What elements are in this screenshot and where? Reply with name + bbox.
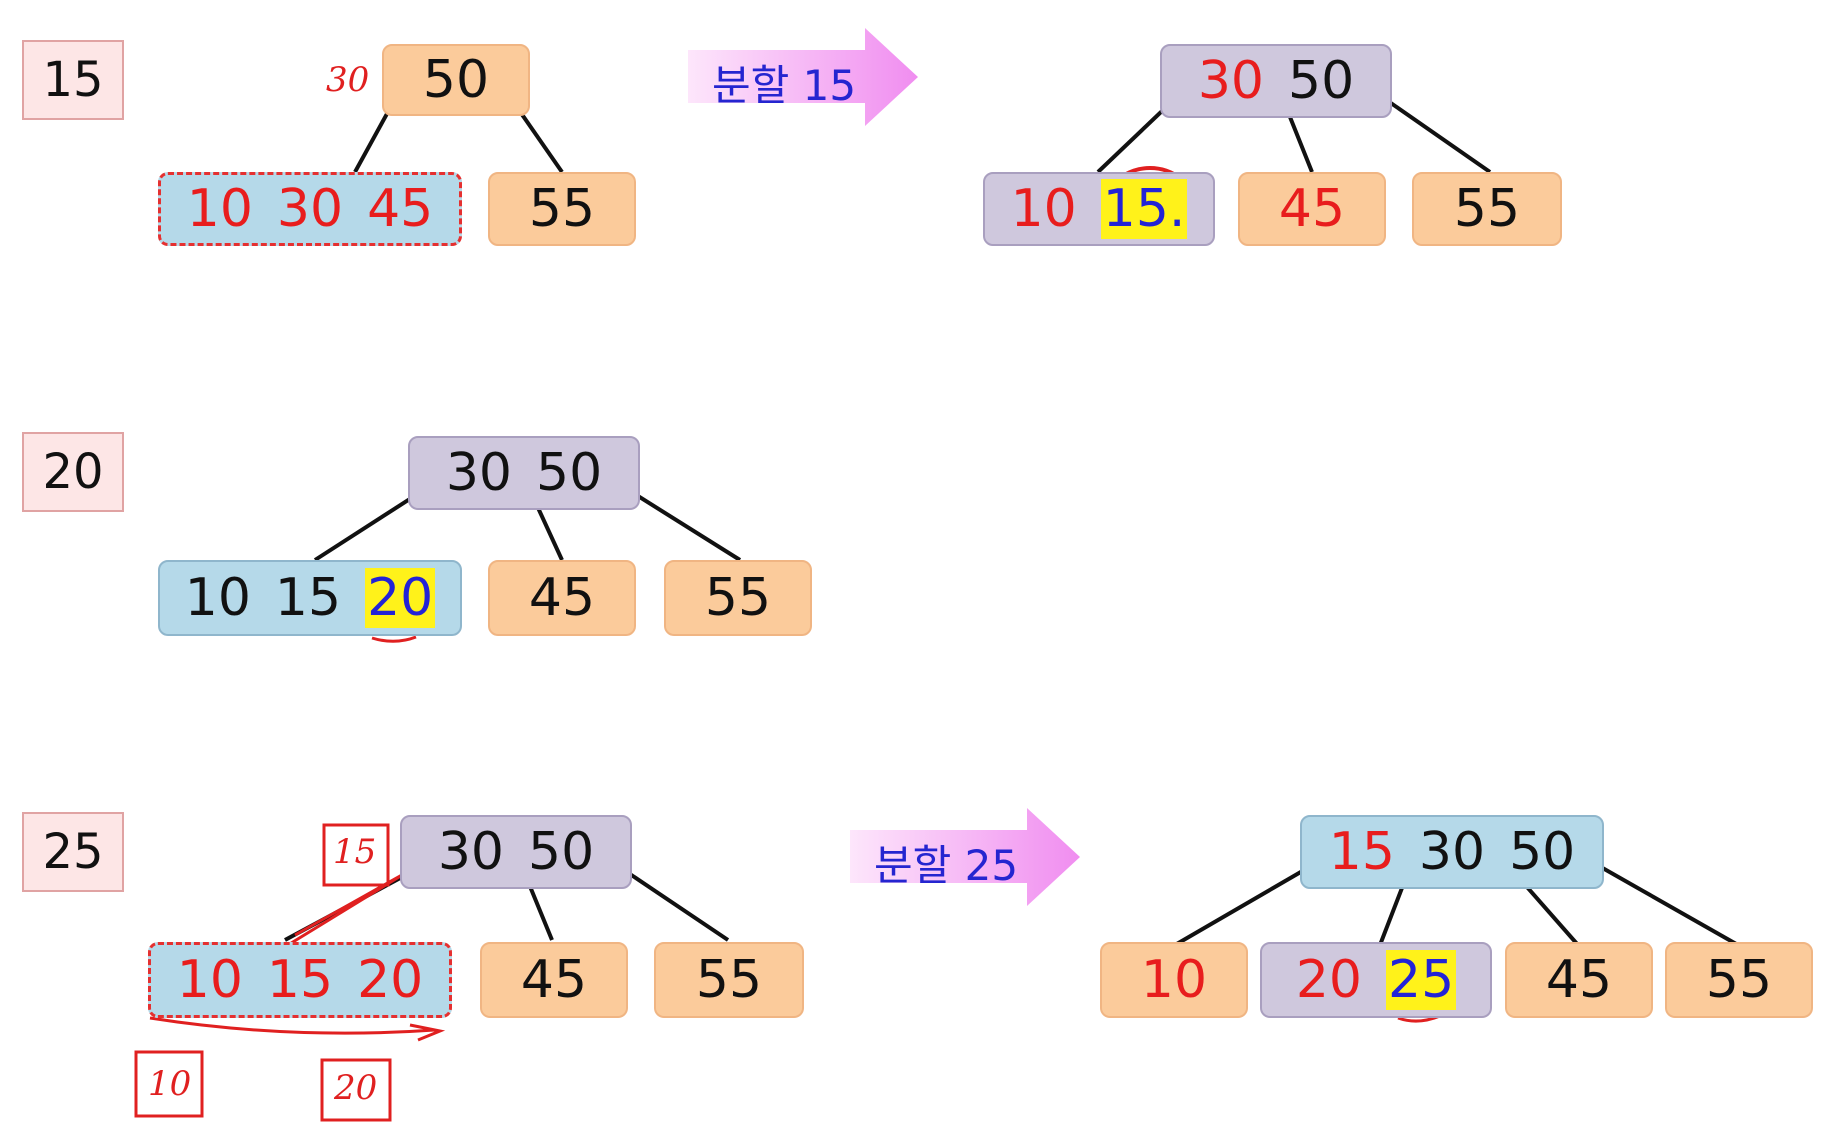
node-key: 30 bbox=[437, 822, 504, 882]
annotation-note: 15 bbox=[333, 832, 377, 872]
tree-node: 10 15 20 bbox=[158, 560, 462, 636]
split-arrow-1 bbox=[688, 28, 918, 126]
node-key: 50 bbox=[1288, 51, 1355, 111]
annotation-note: 30 bbox=[326, 60, 370, 100]
node-key: 45 bbox=[520, 950, 588, 1010]
edge bbox=[1373, 90, 1492, 174]
split-label: 분할 25 bbox=[874, 841, 1019, 890]
tree-node: 30 50 bbox=[1160, 44, 1392, 118]
tree-node: 30 50 bbox=[400, 815, 632, 889]
annotation-underline bbox=[371, 635, 417, 643]
node-key: 25 bbox=[1386, 950, 1457, 1010]
node-key: 45 bbox=[367, 179, 434, 239]
tree-node: 10 15 20 bbox=[148, 942, 452, 1018]
node-key: 55 bbox=[528, 179, 596, 239]
tree-node: 45 bbox=[1238, 172, 1386, 246]
tree-node: 10 bbox=[1100, 942, 1248, 1018]
tree-node: 45 bbox=[480, 942, 628, 1018]
node-key: 15 bbox=[266, 950, 334, 1010]
tree-node: 30 50 bbox=[408, 436, 640, 510]
node-key: 45 bbox=[1278, 179, 1346, 239]
annotation-box bbox=[322, 823, 390, 887]
node-key: 50 bbox=[422, 50, 490, 110]
annotation-brace bbox=[149, 1016, 446, 1042]
tree-node: 20 25 bbox=[1260, 942, 1492, 1018]
tree-node: 45 bbox=[1505, 942, 1653, 1018]
node-key: 50 bbox=[528, 822, 595, 882]
node-key: 30 bbox=[445, 443, 512, 503]
node-key: 10 bbox=[1010, 179, 1077, 239]
node-key: 55 bbox=[704, 568, 772, 628]
edge bbox=[620, 484, 742, 562]
step-label: 15 bbox=[22, 40, 124, 120]
annotation-note: 20 bbox=[334, 1068, 378, 1108]
tree-node: 55 bbox=[664, 560, 812, 636]
node-key: 15. bbox=[1100, 179, 1188, 239]
step-label: 25 bbox=[22, 812, 124, 892]
node-key: 30 bbox=[1197, 51, 1264, 111]
node-key: 30 bbox=[1418, 822, 1486, 882]
node-key: 20 bbox=[1295, 950, 1362, 1010]
edge bbox=[1173, 860, 1320, 947]
tree-node: 55 bbox=[654, 942, 804, 1018]
tree-node: 50 bbox=[382, 44, 530, 116]
node-key: 20 bbox=[365, 568, 436, 628]
tree-node: 45 bbox=[488, 560, 636, 636]
tree-node: 55 bbox=[1412, 172, 1562, 246]
node-key: 50 bbox=[1509, 822, 1576, 882]
node-key: 45 bbox=[528, 568, 596, 628]
node-key: 15 bbox=[274, 568, 342, 628]
tree-node: 55 bbox=[1665, 942, 1813, 1018]
edge bbox=[1591, 860, 1739, 947]
annotation-note: 10 bbox=[148, 1064, 192, 1104]
annotation-box bbox=[134, 1050, 204, 1118]
node-key: 10 bbox=[184, 568, 251, 628]
node-key: 10 bbox=[186, 179, 253, 239]
tree-node: 15 30 50 bbox=[1300, 815, 1604, 889]
node-key: 30 bbox=[276, 179, 344, 239]
node-key: 10 bbox=[1140, 950, 1208, 1010]
node-key: 20 bbox=[357, 950, 424, 1010]
node-key: 45 bbox=[1545, 950, 1613, 1010]
node-key: 15 bbox=[1328, 822, 1395, 882]
tree-node: 55 bbox=[488, 172, 636, 246]
split-arrow-2 bbox=[850, 808, 1080, 906]
tree-node: 10 30 45 bbox=[158, 172, 462, 246]
node-key: 10 bbox=[176, 950, 243, 1010]
tree-node: 10 15. bbox=[983, 172, 1215, 246]
node-key: 55 bbox=[695, 950, 763, 1010]
step-label: 20 bbox=[22, 432, 124, 512]
split-label: 분할 15 bbox=[712, 61, 857, 110]
annotation-box bbox=[320, 1058, 392, 1122]
node-key: 50 bbox=[536, 443, 603, 503]
node-key: 55 bbox=[1453, 179, 1521, 239]
node-key: 55 bbox=[1705, 950, 1773, 1010]
